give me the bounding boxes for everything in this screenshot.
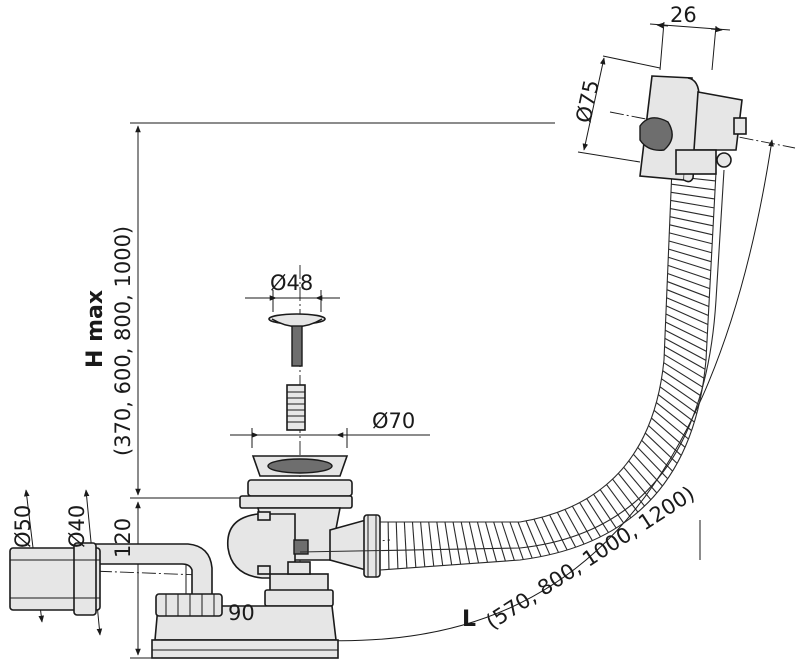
hose-rib [663,354,705,379]
hose-rib [665,321,708,343]
side-outlet [9,542,223,617]
hose-rib [623,466,652,501]
hose-rib [612,478,639,513]
hose-rib [533,518,551,555]
hose-rib [444,521,453,565]
hose-rib [659,386,698,414]
outlet-nut [155,593,223,617]
hose-rib [606,484,632,519]
hose-rib [403,521,408,569]
flexible-hose [299,167,725,571]
hose-rib [669,224,713,236]
overflow-head [639,75,747,183]
label-waste-diameter: Ø70 [372,409,415,433]
hose-rib [579,502,601,538]
hose-rib [661,378,700,406]
hose-rib [387,521,390,570]
hose-rib [517,521,533,559]
hose-rib [653,409,689,440]
hose-rib [663,362,703,388]
hose-rib [485,521,497,562]
plug-assembly [268,313,326,431]
hose-rib [670,191,715,200]
label-trap-height: 120 [111,518,135,558]
label-plug-diameter: Ø48 [270,271,313,295]
hose-rib [586,498,609,533]
label-length-title: L [462,607,476,632]
hose-rib [395,521,399,569]
plug-spring [286,384,306,431]
hose-rib [633,453,663,487]
hose-rib [509,521,524,560]
hose-rib [667,281,710,299]
hose-rib [501,521,515,561]
label-outlet-d50: Ø50 [11,505,35,548]
hose-rib [664,337,707,361]
hose-rib [411,521,417,568]
label-height-values: (370, 600, 800, 1000) [111,226,135,456]
hose-rib [628,460,658,494]
hose-rib [452,521,462,565]
hose-rib [665,313,708,334]
hose-rib [617,473,645,507]
hose-rib [525,520,542,557]
plug-stem [291,325,303,367]
hose-rib [599,489,625,524]
hose-rib [671,183,716,191]
hose-rib [669,216,714,227]
hose-rib [668,248,712,263]
label-overflow-diameter: Ø75 [571,78,603,125]
hose-rib [666,297,709,317]
hose-rib [657,394,695,423]
label-outlet-d40: Ø40 [65,505,89,548]
hose-rib [541,517,560,553]
label-overflow-depth: 26 [670,3,697,27]
hose-rib [655,402,692,431]
hose-rib [468,521,480,564]
hose-rib [667,264,711,281]
hose-rib [549,514,568,551]
hose-rib [670,199,715,209]
hose-rib [670,208,714,218]
hose-rib [476,521,489,563]
hose-rib [651,417,686,448]
hose-rib [556,512,577,548]
hose-rib [664,329,707,352]
hose-rib [644,432,678,464]
hose-rib [637,447,669,480]
hose-rib [420,521,426,567]
hose-rib [668,240,712,254]
hose-rib [564,509,585,545]
hose-rib [593,494,617,529]
hose-rib [648,425,682,456]
hose-rib [666,289,710,308]
hose-rib [666,305,709,325]
hose-rib [460,521,471,564]
hose-rib [641,439,673,472]
hose-rib [667,272,710,290]
hose-rib [664,345,706,370]
hose-rib [493,521,506,562]
hose-rib [571,505,593,541]
hose-rib [669,232,713,245]
hose-rib [436,521,444,566]
label-trap-offset: 90 [228,601,255,625]
hose-rib [668,256,711,272]
hose-rib [428,521,435,567]
hose-rib [662,370,702,397]
label-height-title: H max [83,290,108,368]
